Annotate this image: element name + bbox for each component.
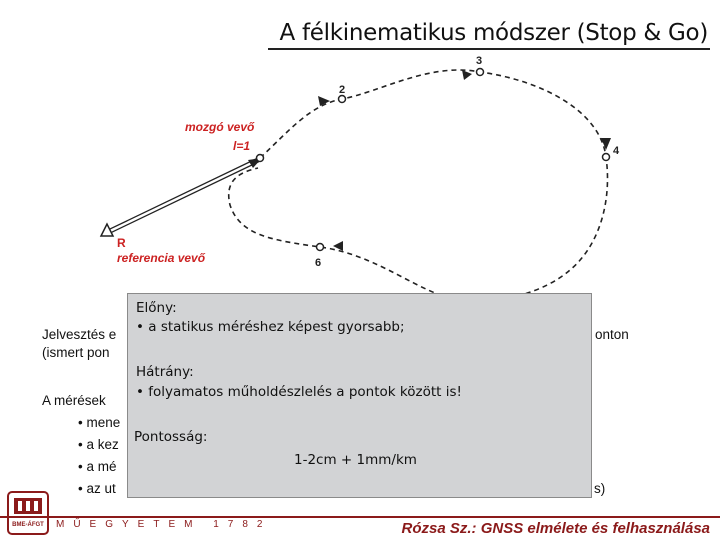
body-line-1: Jelvesztés e xyxy=(42,327,117,342)
logo-text: BME-ÁFGT xyxy=(12,521,44,528)
disadvantage-heading: Hátrány: xyxy=(136,364,194,380)
university-logo: BME-ÁFGT xyxy=(7,491,49,535)
reference-point-label: R xyxy=(117,236,126,250)
disadvantage-item: • folyamatos műholdészlelés a pontok köz… xyxy=(136,384,462,400)
direction-arrow xyxy=(333,241,343,251)
point-6-marker xyxy=(315,242,325,252)
trajectory-path xyxy=(227,69,609,302)
title-underline xyxy=(268,48,710,50)
body-bullet-3: • a mé xyxy=(78,459,117,474)
body-bullet-2: • a kez xyxy=(78,437,119,452)
point-2-label: 2 xyxy=(339,84,346,96)
info-popup: Előny: • a statikus méréshez képest gyor… xyxy=(127,293,592,498)
direction-arrow xyxy=(318,96,330,106)
point-3-marker xyxy=(475,67,485,77)
advantage-heading: Előny: xyxy=(136,300,177,316)
accuracy-heading: Pontosság: xyxy=(134,429,208,445)
point-4-marker xyxy=(601,152,611,162)
slide-title: A félkinematikus módszer (Stop & Go) xyxy=(279,20,709,46)
body-bullet-4-end: s) xyxy=(594,481,606,496)
point-2-marker xyxy=(337,94,347,104)
reference-receiver-label: referencia vevő xyxy=(117,251,206,265)
point-3-label: 3 xyxy=(476,55,483,67)
point-4-label: 4 xyxy=(613,145,620,157)
advantage-item: • a statikus méréshez képest gyorsabb; xyxy=(136,319,405,335)
direction-arrow xyxy=(601,138,611,150)
body-line-1-end: onton xyxy=(595,327,629,342)
accuracy-value: 1-2cm + 1mm/km xyxy=(294,452,417,468)
body-bullet-1: • mene xyxy=(78,415,121,430)
body-bullet-4: • az ut xyxy=(78,481,116,496)
body-line-3: A mérések xyxy=(42,393,106,408)
epoch-label: l=1 xyxy=(233,139,251,153)
university-name: MŰEGYETEM 1782 xyxy=(56,519,272,530)
direction-arrow xyxy=(462,70,472,80)
footer-divider xyxy=(0,516,720,518)
mobile-receiver-label: mozgó vevő xyxy=(185,120,255,134)
footer-author: Rózsa Sz.: GNSS elmélete és felhasználás… xyxy=(401,520,710,537)
point-1-marker xyxy=(255,153,265,163)
reference-station-icon xyxy=(99,222,115,237)
body-line-2: (ismert pon xyxy=(42,345,110,360)
point-6-label: 6 xyxy=(315,257,322,269)
